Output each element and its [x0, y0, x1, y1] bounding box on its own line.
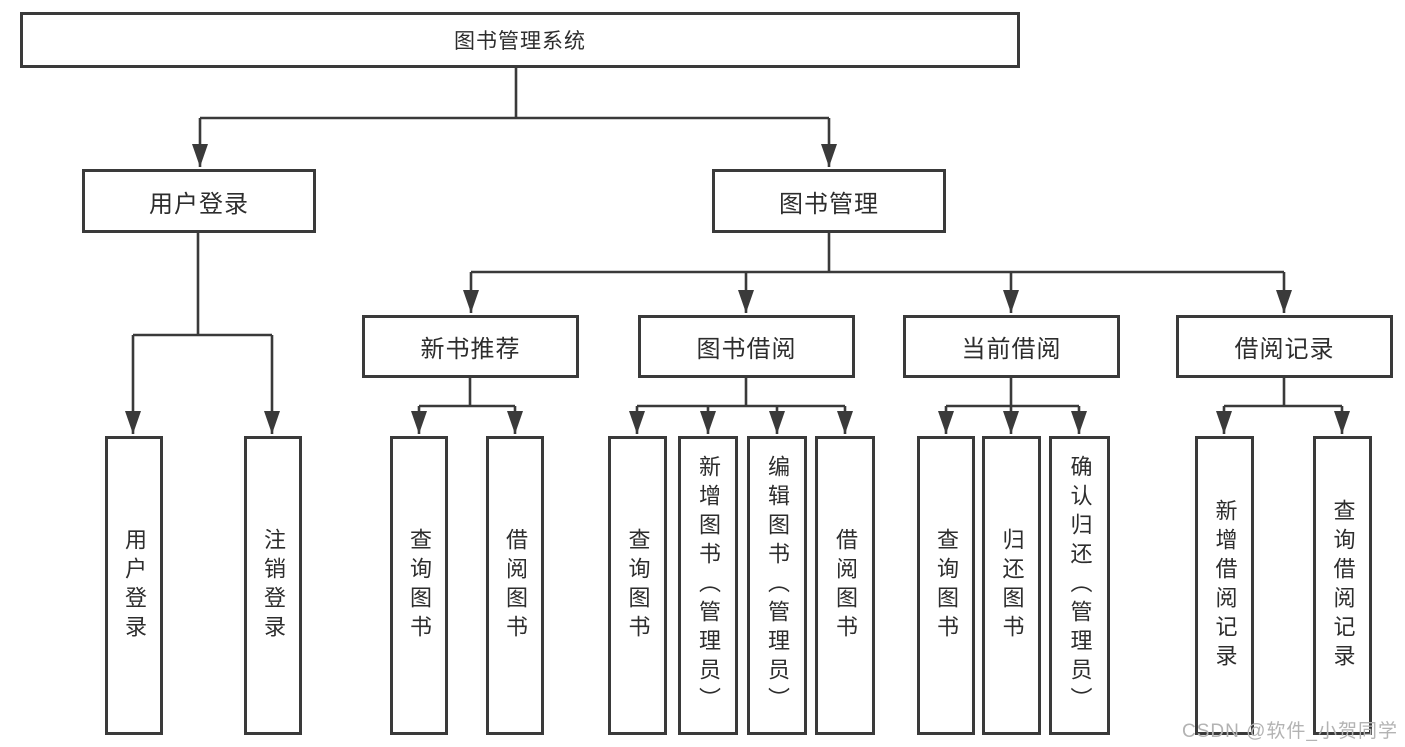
node-label: 当前借阅 — [961, 336, 1062, 363]
leaf-logout-login: 注销登录 — [244, 436, 302, 735]
node-book-management: 图书管理 — [712, 169, 946, 233]
node-current-borrowing: 当前借阅 — [903, 315, 1120, 378]
node-label: 图书管理 — [779, 190, 879, 218]
leaf-borrow-books-borrowing: 借阅图书 — [815, 436, 875, 735]
node-label: 查询图书 — [934, 527, 959, 644]
node-borrowing-records: 借阅记录 — [1176, 315, 1393, 378]
node-book-management-system: 图书管理系统 — [20, 12, 1020, 68]
node-label: 图书管理系统 — [454, 30, 586, 53]
leaf-confirm-return-admin: 确认归还（管理员） — [1049, 436, 1110, 735]
node-label: 新书推荐 — [420, 336, 521, 363]
node-book-borrowing: 图书借阅 — [638, 315, 855, 378]
node-label: 借阅图书 — [503, 527, 528, 644]
node-label: 新增借阅记录 — [1212, 498, 1238, 673]
leaf-query-books-recommend: 查询图书 — [390, 436, 448, 735]
node-label: 用户登录 — [149, 190, 249, 218]
node-label: 用户登录 — [122, 527, 147, 644]
leaf-borrow-books-recommend: 借阅图书 — [486, 436, 544, 735]
leaf-add-borrow-record: 新增借阅记录 — [1195, 436, 1254, 735]
node-label: 查询图书 — [407, 527, 432, 644]
leaf-add-books-admin: 新增图书（管理员） — [678, 436, 738, 735]
leaf-query-books-current: 查询图书 — [917, 436, 975, 735]
node-label: 注销登录 — [261, 527, 286, 644]
node-label: 新增图书（管理员） — [696, 455, 721, 716]
leaf-user-login: 用户登录 — [105, 436, 163, 735]
watermark-csdn: CSDN @软件_小贺同学 — [1182, 721, 1398, 742]
node-user-login: 用户登录 — [82, 169, 316, 233]
node-new-book-recommendation: 新书推荐 — [362, 315, 579, 378]
leaf-query-books-borrowing: 查询图书 — [608, 436, 667, 735]
node-label: 查询借阅记录 — [1330, 498, 1356, 673]
node-label: 编辑图书（管理员） — [765, 455, 790, 716]
leaf-query-borrow-record: 查询借阅记录 — [1313, 436, 1372, 735]
node-label: 借阅图书 — [833, 527, 858, 644]
node-label: 借阅记录 — [1234, 336, 1335, 363]
node-label: 图书借阅 — [696, 336, 797, 363]
node-label: 归还图书 — [999, 527, 1025, 644]
leaf-edit-books-admin: 编辑图书（管理员） — [747, 436, 807, 735]
leaf-return-books: 归还图书 — [982, 436, 1041, 735]
node-label: 查询图书 — [625, 527, 651, 644]
node-label: 确认归还（管理员） — [1067, 455, 1093, 716]
